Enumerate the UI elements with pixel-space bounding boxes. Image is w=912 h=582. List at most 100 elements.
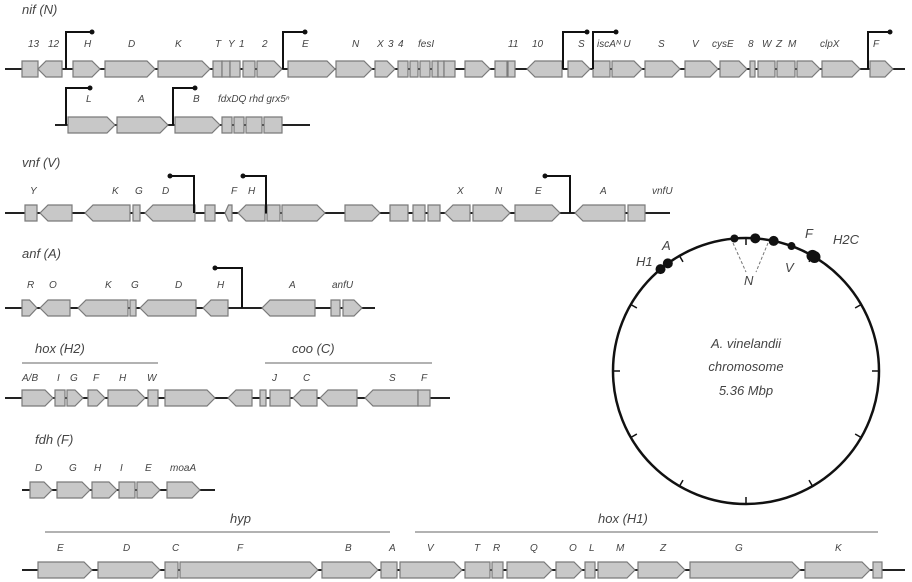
gene-arrow [263,116,283,134]
gene-arrow [66,389,84,407]
gene-arrow [104,60,156,78]
chromosome-tick [630,303,638,309]
gene-arrow [166,481,201,499]
chromosome-tick [630,433,638,439]
gene-arrow [287,60,336,78]
cluster-title-hox-h2: hox (H2) [35,341,85,356]
gene-label: 2 [261,39,268,50]
gene-arrow [321,561,379,579]
gene-label: B [345,543,352,554]
gene-label: 13 [28,39,40,50]
gene-arrow [56,481,91,499]
gene-arrow [212,60,223,78]
gene-label: vnfU [652,186,673,197]
gene-arrow [399,561,463,579]
gene-arrow [157,60,211,78]
chromosome-marker-label: H1 [636,254,653,269]
gene-arrow [29,481,53,499]
gene-arrow [506,561,553,579]
gene-label: R [27,280,34,291]
gene-arrow [431,60,439,78]
gene-label: F [421,373,428,384]
locus-marker [655,264,666,275]
gene-arrow [132,204,141,222]
promoter-arrow-tip [87,85,93,91]
chromosome-caption: chromosome [708,359,783,374]
gene-arrow [444,204,471,222]
gene-label: D [123,543,130,554]
gene-label: B [193,94,200,105]
gene-label: F [93,373,100,384]
gene-arrow [464,60,491,78]
gene-arrow [224,204,233,222]
gene-label: X [376,39,384,50]
promoter-arrow-tip [89,29,95,35]
gene-label: 12 [48,39,60,50]
gene-label: Z [659,543,667,554]
gene-arrow [116,116,169,134]
cluster-title-anf: anf (A) [22,246,61,261]
gene-label: D [175,280,182,291]
gene-label: L [86,94,92,105]
promoter-arrow [172,87,195,125]
gene-arrow [335,60,373,78]
gene-label: I [120,463,123,474]
gene-label: Q [530,543,538,554]
gene-arrow [514,204,561,222]
chromosome-tick [678,479,684,487]
gene-label: S [658,39,665,50]
gene-label: clpX [820,39,840,50]
gene-arrow [144,204,196,222]
gene-arrow [409,60,419,78]
gene-arrow [229,60,241,78]
gene-label: D [35,463,42,474]
gene-arrow [21,299,38,317]
gene-arrow [574,204,626,222]
cluster-title-hox-h1: hox (H1) [598,511,648,526]
gene-arrow [87,389,106,407]
gene-label: W [762,39,773,50]
gene-arrow [427,204,441,222]
gene-label: Y [30,186,38,197]
gene-label: R [493,543,500,554]
gene-label: L [589,543,595,554]
gene-arrow [319,389,358,407]
locus-connector [732,242,747,273]
promoter-arrow [545,175,571,213]
gene-label: H [84,39,92,50]
gene-arrow [872,561,883,579]
gene-arrow [107,389,146,407]
gene-label: 8 [748,39,754,50]
gene-label: O [49,280,57,291]
gene-label: A/B [21,373,38,384]
gene-arrow [266,204,281,222]
gene-label: W [147,373,158,384]
gene-label: S [578,39,585,50]
gene-arrow [749,60,756,78]
cluster-title-nif: nif (N) [22,2,57,17]
gene-arrow [644,60,681,78]
gene-arrow [24,204,38,222]
locus-marker [730,234,739,243]
gene-label: G [135,186,143,197]
chromosome-marker-label: V [785,260,795,275]
chromosome-marker-label: H2C [833,232,860,247]
gene-label: O [569,543,577,554]
gene-label: C [172,543,180,554]
chromosome-marker-label: A [661,238,671,253]
gene-arrow [472,204,511,222]
gene-arrow [567,60,591,78]
promoter-arrow-tip [212,265,218,271]
gene-arrow [592,60,611,78]
gene-arrow [292,389,318,407]
gene-arrow [21,389,54,407]
gene-label: K [105,280,113,291]
gene-label: N [352,39,360,50]
gene-label: M [616,543,625,554]
gene-arrow [776,60,796,78]
gene-arrow [37,60,63,78]
gene-arrow [164,561,179,579]
gene-arrow [174,116,221,134]
promoter-arrow [243,175,267,213]
gene-arrow [389,204,409,222]
